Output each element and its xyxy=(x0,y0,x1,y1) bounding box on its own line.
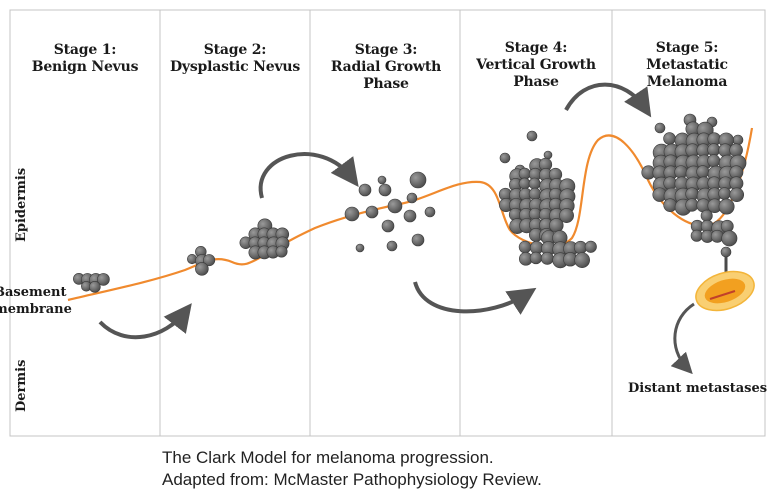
tumor-cell-stage4 xyxy=(543,150,553,160)
tumor-cell-stage5-deep xyxy=(710,229,724,243)
nevus-cell-stage2a xyxy=(195,262,209,276)
tumor-cell-stage3 xyxy=(381,219,395,233)
tumor-cell-stage5-deep xyxy=(700,209,713,222)
stage-2-title: Stage 2: Dysplastic Nevus xyxy=(169,42,301,75)
tumor-cell-stage5-mass xyxy=(663,198,677,212)
caption-line-1: The Clark Model for melanoma progression… xyxy=(162,448,494,467)
caption-line-2: Adapted from: McMaster Pathophysiology R… xyxy=(162,470,542,489)
tumor-cell-stage5-mass xyxy=(707,143,721,157)
diagram-frame xyxy=(9,9,766,437)
tumor-cell-stage4-mass xyxy=(528,177,541,190)
nevus-cell-stage2b xyxy=(275,245,288,258)
tumor-cell-stage5-mass xyxy=(696,165,710,179)
tumor-cell-stage5-mass xyxy=(729,143,743,157)
tumor-cell-stage4-mass xyxy=(528,187,542,201)
arrow-stage2-to-3 xyxy=(258,152,359,199)
nevus-cell-stage1 xyxy=(89,281,101,293)
tumor-cell-stage3 xyxy=(378,183,392,197)
basement-membrane-line xyxy=(67,127,754,302)
tumor-cell-stage5 xyxy=(654,122,666,134)
tumor-cell-stage4 xyxy=(526,130,538,142)
tumor-cell-stage5-mass xyxy=(707,154,721,168)
tumor-cell-stage3 xyxy=(411,233,425,247)
tumor-cell-stage4-invasive xyxy=(574,252,590,268)
tumor-cell-stage5-mass xyxy=(663,132,676,145)
nevus-cell-stage2a xyxy=(203,254,216,267)
tumor-cell-stage3 xyxy=(386,240,398,252)
tumor-cell-stage4-mass xyxy=(518,177,531,190)
tumor-cell-stage5-mass xyxy=(729,187,745,203)
tumor-cell-stage5-deep xyxy=(720,219,734,233)
epidermis-label: Epidermis xyxy=(14,167,29,242)
tumor-cell-stage4-invasive xyxy=(518,240,532,254)
stage-5-title: Stage 5: Metastatic Melanoma xyxy=(646,40,728,90)
melanocyte-cells xyxy=(73,113,747,293)
tumor-cell-stage3 xyxy=(377,175,387,185)
tumor-cell-stage4-invasive xyxy=(529,251,543,265)
dermis-label: Dermis xyxy=(14,359,29,412)
tumor-cell-stage5-mass xyxy=(718,198,735,215)
tumor-cell-stage5-mass xyxy=(718,187,731,200)
stage-1-title: Stage 1: Benign Nevus xyxy=(31,42,139,75)
stage-4-title: Stage 4: Vertical Growth Phase xyxy=(476,40,596,90)
tumor-cell-stage4-mass xyxy=(559,208,574,223)
basement-membrane-label: Basement membrane xyxy=(0,285,72,317)
tumor-cell-stage5-mass xyxy=(685,198,699,212)
tumor-cell-stage4-invasive xyxy=(540,251,554,265)
tumor-cell-stage3 xyxy=(403,209,417,223)
tumor-cell-stage3 xyxy=(365,205,379,219)
tumor-cell-stage5-mass xyxy=(674,165,688,179)
tumor-cell-stage3 xyxy=(358,183,372,197)
tumor-cell-stage5-deep xyxy=(721,230,738,247)
nevus-cell-stage1 xyxy=(97,273,110,286)
tumor-cell-stage3 xyxy=(355,243,365,253)
arrow-stage1-to-2 xyxy=(98,303,192,340)
arrow-stage4-to-5 xyxy=(564,82,652,118)
tumor-cell-stage5-intravasation xyxy=(720,246,732,258)
vessel-lumen-mark xyxy=(709,290,736,300)
arrow-to-distant-metastases xyxy=(670,302,695,375)
tumor-cell-stage5 xyxy=(732,134,744,146)
arrow-stage3-to-4 xyxy=(413,281,537,315)
tumor-cell-stage4 xyxy=(499,152,511,164)
tumor-cell-stage5-deep xyxy=(690,229,703,242)
tumor-cell-stage3 xyxy=(424,206,436,218)
tumor-cell-stage3 xyxy=(406,192,418,204)
tumor-cell-stage3 xyxy=(409,171,427,189)
distant-metastases-label: Distant metastases xyxy=(628,381,768,396)
tumor-cell-stage4-invasive xyxy=(584,240,597,253)
tumor-cell-stage3 xyxy=(387,198,403,214)
stage-3-title: Stage 3: Radial Growth Phase xyxy=(330,42,442,92)
tumor-cell-stage3 xyxy=(344,206,360,222)
